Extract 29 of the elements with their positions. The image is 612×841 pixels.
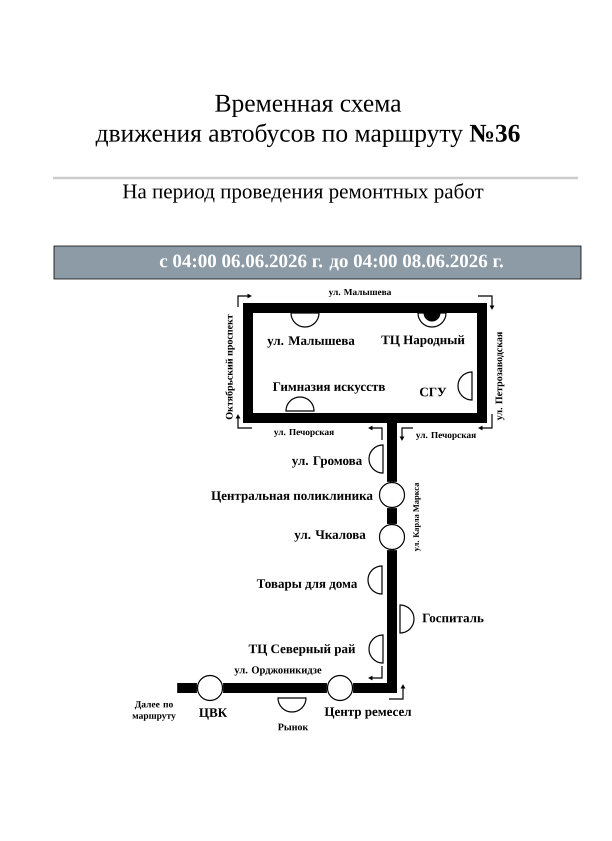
stop-name: Гимназия искусств <box>272 382 385 394</box>
subtitle: На период проведения ремонтных работ <box>122 183 484 203</box>
street-name: Октябрьский проспект <box>225 314 235 420</box>
title: Временная схема движения автобусов по маршруту №36 <box>96 94 520 148</box>
stop-name: СГУ <box>420 388 446 396</box>
stop-name: ЦВК <box>199 708 227 720</box>
date-banner: с 04:00 06.06.2026 г. до 04:00 08.06.2026 г. <box>54 246 582 280</box>
stop-name: Рынок <box>278 724 308 730</box>
street-name: ул. Петрозаводская <box>496 332 504 420</box>
route-line <box>353 550 397 693</box>
route-line <box>387 508 397 524</box>
stop-name: ул. Чкалова <box>294 530 366 542</box>
stop-name: ТЦ Северный рай <box>248 644 356 656</box>
route-note: Далее по маршруту <box>132 701 176 721</box>
stop-name: Товары для дома <box>256 579 358 591</box>
route-line <box>223 683 327 693</box>
street-name: ул. Малышева <box>328 288 392 298</box>
route-loop <box>243 303 487 423</box>
stop-name: ул. Громова <box>292 456 362 468</box>
stop-name: Центральная поликлиника <box>211 491 373 503</box>
street-name: ул. Печорская <box>274 428 334 438</box>
stop-name: ТЦ Народный <box>381 335 465 347</box>
route-line <box>177 683 197 693</box>
street-name: ул. Орджоникидзе <box>234 666 322 676</box>
stop-name: Центр ремесел <box>324 707 412 719</box>
stop-name: Госпиталь <box>422 614 484 622</box>
street-name: ул. Печорская <box>416 432 476 440</box>
stop-name: ул. Малышева <box>267 336 355 348</box>
street-name: ул. Карла Маркса <box>413 482 421 552</box>
